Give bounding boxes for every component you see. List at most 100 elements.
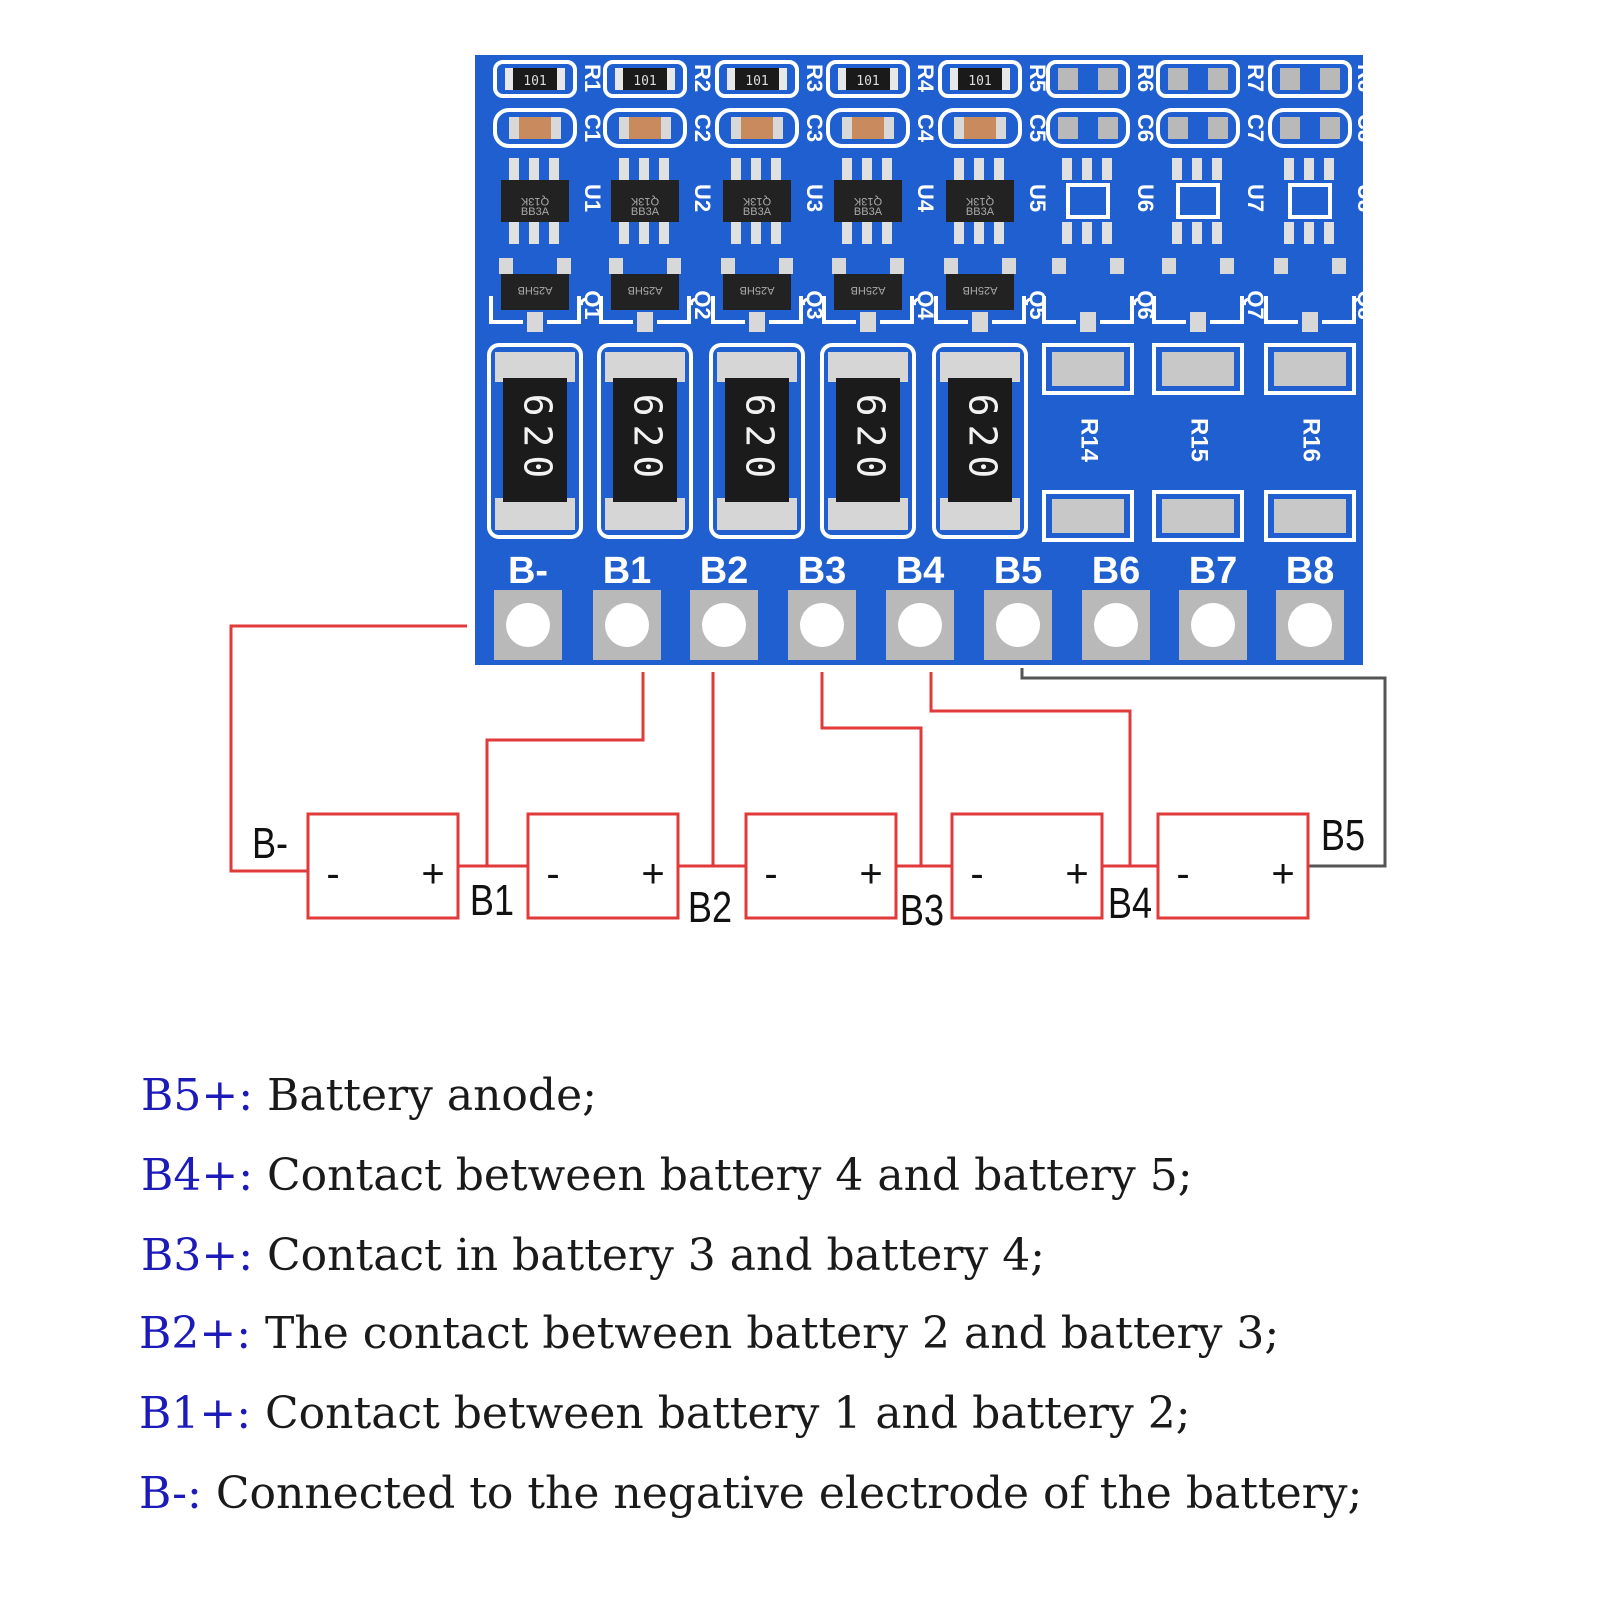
transistor-label: Q2 xyxy=(690,290,715,319)
resistor-label: R2 xyxy=(690,64,715,92)
transistor-pin xyxy=(1190,312,1206,332)
ic-pin xyxy=(1192,222,1202,244)
ic-pin xyxy=(771,222,781,244)
empty-solder-pad xyxy=(1052,352,1124,386)
empty-pad xyxy=(1168,117,1188,139)
capacitor-cap xyxy=(619,117,629,139)
ic-pin xyxy=(1284,222,1294,244)
battery-negative-sign: - xyxy=(764,852,777,896)
transistor-pin xyxy=(832,258,846,274)
empty-resistor-label: R14 xyxy=(1076,418,1103,463)
ic-pin xyxy=(974,158,984,180)
ic-package xyxy=(723,180,791,222)
ic-outline xyxy=(1066,183,1110,219)
ic-pin xyxy=(731,158,741,180)
ic-pin xyxy=(842,158,852,180)
ic-pin xyxy=(1062,222,1072,244)
ic-package xyxy=(834,180,902,222)
capacitor-outline xyxy=(1268,108,1352,148)
ic-pin xyxy=(529,222,539,244)
load-resistor-code: 620 xyxy=(516,394,560,487)
pad-label: B6 xyxy=(1092,550,1141,592)
transistor-pin xyxy=(1302,312,1318,332)
resistor-cap xyxy=(838,68,846,90)
pad-hole xyxy=(898,603,942,647)
ic-pin xyxy=(639,222,649,244)
transistor-pin xyxy=(1052,258,1066,274)
ic-pin xyxy=(1284,158,1294,180)
ic-pin xyxy=(619,222,629,244)
ic-pin xyxy=(862,222,872,244)
resistor-label: R4 xyxy=(913,64,938,93)
battery-negative-sign: - xyxy=(1176,852,1189,896)
ic-pin xyxy=(1082,222,1092,244)
empty-pad xyxy=(1280,117,1300,139)
node-label: B2 xyxy=(688,883,732,932)
load-resistor-code: 620 xyxy=(626,394,670,487)
ic-pin xyxy=(731,222,741,244)
ic-marking: BB3A xyxy=(966,206,995,218)
resistor-cap xyxy=(779,68,787,90)
transistor-pin xyxy=(609,258,623,274)
transistor-pin xyxy=(637,312,653,332)
node-label: B- xyxy=(252,819,288,868)
capacitor-label: C7 xyxy=(1243,114,1268,142)
transistor-outline xyxy=(711,296,803,324)
load-resistor-outline xyxy=(597,343,693,539)
ic-pin xyxy=(1212,222,1222,244)
smd-capacitor xyxy=(509,117,561,139)
transistor-outline xyxy=(1042,296,1134,324)
wiring xyxy=(229,624,1387,873)
transistor-outline xyxy=(934,296,1026,324)
transistor-pin xyxy=(890,258,904,274)
pad-hole xyxy=(702,603,746,647)
transistor-outline xyxy=(1264,296,1356,324)
load-resistor-terminal xyxy=(940,352,1020,382)
ic-pin xyxy=(549,158,559,180)
transistor-marking: A25HB xyxy=(628,284,663,296)
empty-solder-pad xyxy=(1274,499,1346,533)
ic-label: U2 xyxy=(690,184,715,212)
capacitor-label: C8 xyxy=(1353,114,1378,142)
transistor-package xyxy=(611,274,679,310)
wire xyxy=(820,672,923,868)
empty-footprint xyxy=(1152,343,1244,395)
battery-positive-sign: + xyxy=(1065,852,1088,896)
battery-positive-sign: + xyxy=(1271,852,1294,896)
resistor-cap xyxy=(557,68,565,90)
ic-pin xyxy=(659,158,669,180)
capacitor-outline xyxy=(826,108,910,148)
resistor-code: 101 xyxy=(968,74,991,89)
empty-solder-pad xyxy=(1274,352,1346,386)
ic-pin xyxy=(974,222,984,244)
transistor-label: Q4 xyxy=(913,290,938,320)
transistor-marking: A25HB xyxy=(518,284,553,296)
load-resistor-body xyxy=(503,378,567,502)
pad-label: B7 xyxy=(1189,550,1238,592)
resistor-code: 101 xyxy=(856,74,879,89)
empty-pad xyxy=(1098,68,1118,90)
resistor-outline xyxy=(715,60,799,98)
transistor-outline xyxy=(822,296,914,324)
pad-label: B- xyxy=(508,550,548,592)
capacitor-label: C6 xyxy=(1133,114,1158,142)
battery-positive-sign: + xyxy=(641,852,664,896)
transistor-package xyxy=(946,274,1014,310)
transistor-pin xyxy=(1162,258,1176,274)
ic-label: U6 xyxy=(1133,184,1158,212)
ic-pin xyxy=(1082,158,1092,180)
ic-label: U7 xyxy=(1243,184,1268,212)
transistor-label: Q5 xyxy=(1025,290,1050,319)
load-resistor-code: 620 xyxy=(961,394,1005,487)
battery-cell xyxy=(950,812,1104,920)
ic-marking: Q13K xyxy=(853,195,882,207)
transistor-pin xyxy=(499,258,513,274)
ic-label: U8 xyxy=(1353,184,1378,212)
capacitor-outline xyxy=(715,108,799,148)
resistor-cap xyxy=(950,68,958,90)
wire xyxy=(229,624,467,873)
capacitor-cap xyxy=(731,117,741,139)
battery-cell xyxy=(1156,812,1310,920)
empty-footprint xyxy=(1042,343,1134,395)
load-resistor-code: 620 xyxy=(849,394,893,487)
